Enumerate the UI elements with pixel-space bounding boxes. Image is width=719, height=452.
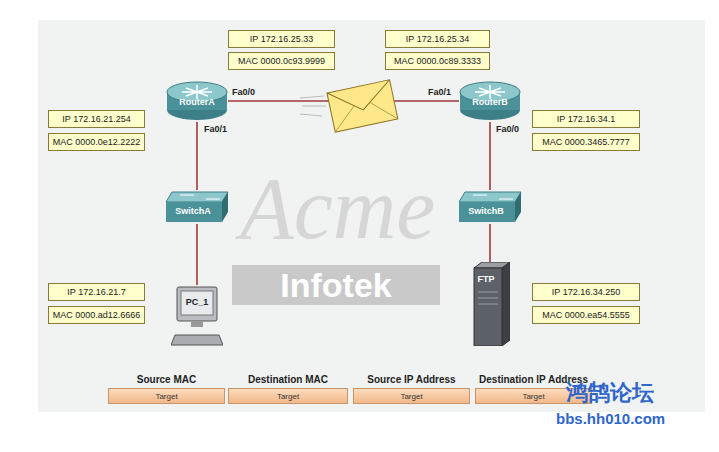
device-name: FTP [470,274,502,284]
interface-label: Fa0/1 [204,124,227,134]
router-node: RouterA [166,80,228,122]
device-name: PC_1 [171,297,223,307]
interface-label: Fa0/0 [232,87,255,97]
network-link [196,122,198,190]
address-text: MAC 0000.ea54.5555 [542,310,630,320]
pc-node: PC_1 [171,285,223,347]
address-box: IP 172.16.21.254 [48,110,145,128]
watermark-bar [232,265,440,305]
field-heading: Destination MAC [248,374,328,385]
device-name: SwitchA [164,206,222,216]
address-text: IP 172.16.34.250 [552,287,620,297]
field-value: Target [155,392,177,401]
watermark: bbs.hh010.com [556,410,665,427]
address-box: IP 172.16.21.7 [48,283,145,301]
target-cell: Target [353,388,470,404]
motion-lines [300,96,326,116]
watermark: 鸿鹄论坛 [566,378,654,408]
target-cell: Target [108,388,225,404]
address-box: MAC 0000.0c89.3333 [385,52,490,70]
field-value: Target [522,392,544,401]
device-name: RouterB [459,97,521,107]
network-link [196,224,198,285]
switch-node: SwitchA [164,190,230,224]
panel [38,20,705,412]
address-box: MAC 0000.ad12.6666 [48,306,145,324]
address-text: IP 172.16.25.33 [250,34,313,44]
address-box: MAC 0000.0e12.2222 [48,133,145,151]
address-text: IP 172.16.25.34 [406,34,469,44]
ftp-node: FTP [470,262,510,346]
address-text: MAC 0000.ad12.6666 [53,310,141,320]
target-cell: Target [228,388,348,404]
address-text: MAC 0000.3465.7777 [542,137,630,147]
network-link [489,122,491,190]
target-field: Source MAC Target [108,374,225,404]
address-box: IP 172.16.34.1 [532,110,640,128]
watermark: Infotek [232,265,440,305]
address-box: MAC 0000.3465.7777 [532,133,640,151]
address-text: MAC 0000.0c89.3333 [394,56,481,66]
address-box: IP 172.16.34.250 [532,283,640,301]
address-text: IP 172.16.21.7 [67,287,125,297]
address-box: MAC 0000.ea54.5555 [532,306,640,324]
field-heading: Source IP Address [367,374,455,385]
watermark: Acme [240,165,435,253]
switch-node: SwitchB [457,190,523,224]
pc-icon [171,285,223,347]
interface-label: Fa0/1 [428,87,451,97]
field-value: Target [277,392,299,401]
field-heading: Source MAC [137,374,196,385]
device-name: RouterA [166,97,228,107]
address-text: MAC 0000.0c93.9999 [238,56,325,66]
address-box: IP 172.16.25.34 [385,30,490,48]
router-node: RouterB [459,80,521,122]
address-text: IP 172.16.21.254 [62,114,130,124]
address-box: IP 172.16.25.33 [228,30,335,48]
network-link [489,224,491,262]
address-text: IP 172.16.34.1 [557,114,615,124]
device-name: SwitchB [457,206,515,216]
target-field: Source IP AddressTarget [353,374,470,404]
interface-label: Fa0/0 [496,124,519,134]
target-field: Destination MAC Target [228,374,348,404]
address-box: MAC 0000.0c93.9999 [228,52,335,70]
field-value: Target [400,392,422,401]
envelope-icon [327,80,398,132]
address-text: MAC 0000.0e12.2222 [53,137,141,147]
